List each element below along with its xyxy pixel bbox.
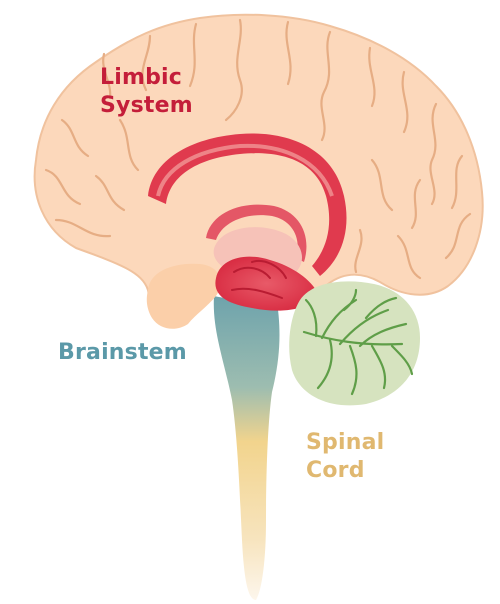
spinal-label-line2: Cord [306, 458, 365, 483]
temporal-lobe-shape [146, 263, 221, 329]
spinal-label-line1: Spinal [306, 430, 385, 455]
hippocampus-folds [231, 260, 287, 299]
hippocampus-shape [215, 256, 318, 311]
cingulate-arch [148, 133, 347, 276]
cerebellum-veins [302, 288, 414, 396]
brainstem-label: Brainstem [58, 339, 187, 367]
sulci-lines [44, 18, 472, 280]
spinal-cord-shape [213, 296, 280, 600]
spinal-cord-label: Spinal Cord [306, 429, 384, 485]
limbic-system-label: Limbic System [100, 64, 193, 120]
limbic-label-line1: Limbic [100, 65, 183, 90]
fornix-curve [206, 204, 307, 262]
limbic-label-line2: System [100, 93, 193, 118]
cingulate-highlight [156, 143, 334, 197]
brainstem-label-text: Brainstem [58, 340, 187, 365]
